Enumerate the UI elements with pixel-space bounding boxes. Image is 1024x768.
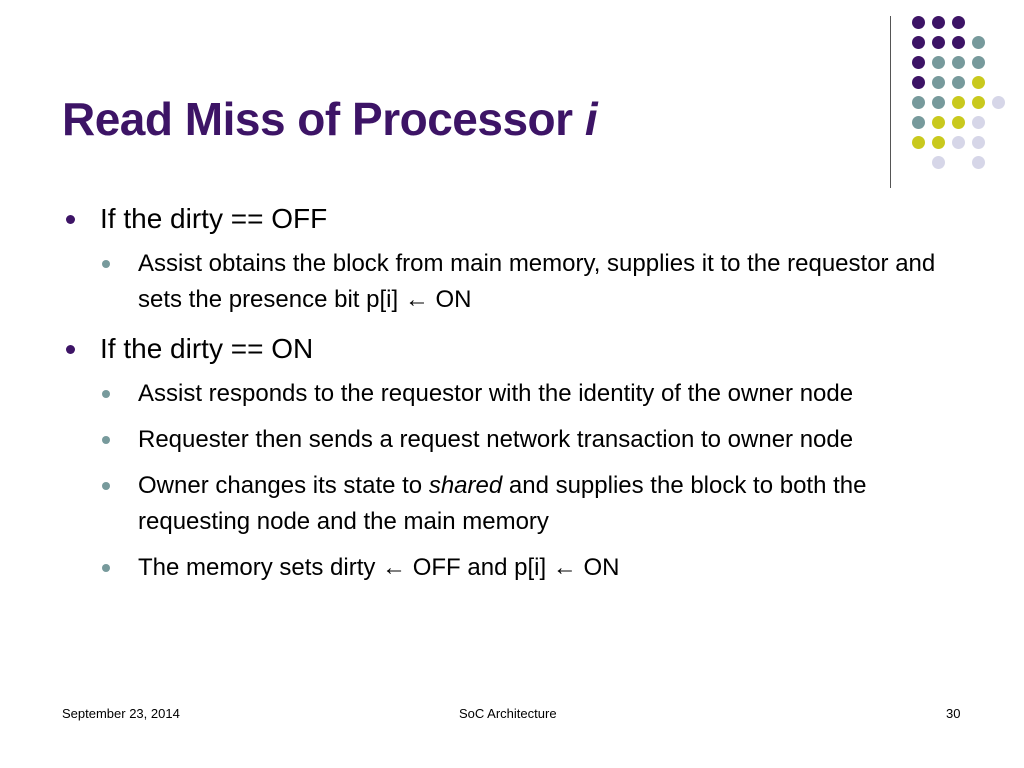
bullet-text: If the dirty == OFF — [100, 203, 328, 234]
bullet-text: Owner changes its state to — [138, 472, 429, 499]
footer-date: September 23, 2014 — [62, 706, 180, 721]
decorative-dot — [952, 36, 965, 49]
sub-bullet-requester-sends: Requester then sends a request network t… — [62, 422, 962, 458]
decorative-dot — [932, 96, 945, 109]
bullet-text: Requester then sends a request network t… — [138, 426, 854, 453]
bullet-text: The memory sets dirty ← OFF and p[i] ← O… — [138, 554, 620, 581]
decorative-dot — [932, 136, 945, 149]
slide-title: Read Miss of Processor i — [62, 92, 598, 146]
decorative-dot — [972, 36, 985, 49]
bullet-emphasis-shared: shared — [428, 472, 503, 499]
decorative-dot — [972, 136, 985, 149]
decorative-dot — [932, 76, 945, 89]
decorative-dot — [952, 96, 965, 109]
bullet-text: Assist responds to the requestor with th… — [138, 380, 854, 407]
decorative-dot — [912, 96, 925, 109]
sub-bullet-assist-responds: Assist responds to the requestor with th… — [62, 376, 962, 412]
decorative-dot — [952, 16, 965, 29]
slide-title-text: Read Miss of Processor — [62, 93, 585, 145]
bullet-list: If the dirty == OFF Assist obtains the b… — [62, 198, 962, 596]
decorative-dot — [972, 56, 985, 69]
slide-title-italic-i: i — [584, 93, 598, 145]
footer-title: SoC Architecture — [459, 706, 557, 721]
decorative-dot — [912, 56, 925, 69]
decorative-dot — [952, 56, 965, 69]
decorative-dot — [912, 116, 925, 129]
decorative-dot — [912, 76, 925, 89]
decorative-dot — [932, 16, 945, 29]
decorative-divider — [890, 16, 891, 188]
sub-bullet-owner-changes: Owner changes its state to shared and su… — [62, 468, 962, 540]
decorative-dot — [972, 96, 985, 109]
footer-page-number: 30 — [946, 706, 961, 721]
bullet-text: and supplies the block to both the reque… — [138, 472, 867, 535]
decorative-dot — [932, 56, 945, 69]
decorative-dot — [972, 156, 985, 169]
decorative-dot — [912, 16, 925, 29]
decorative-dot — [912, 36, 925, 49]
decorative-dot — [932, 156, 945, 169]
decorative-dot — [992, 96, 1005, 109]
decorative-dot — [952, 116, 965, 129]
sub-bullet-memory-sets: The memory sets dirty ← OFF and p[i] ← O… — [62, 550, 962, 586]
decorative-dot — [972, 116, 985, 129]
decorative-dot — [932, 36, 945, 49]
decorative-dot — [952, 76, 965, 89]
decorative-dot-grid — [0, 0, 1024, 200]
decorative-dot — [972, 76, 985, 89]
bullet-dirty-on: If the dirty == ON — [62, 328, 962, 370]
bullet-text: If the dirty == ON — [100, 333, 314, 364]
bullet-dirty-off: If the dirty == OFF — [62, 198, 962, 240]
bullet-text: Assist obtains the block from main memor… — [138, 250, 936, 313]
sub-bullet-assist-obtains: Assist obtains the block from main memor… — [62, 246, 962, 318]
decorative-dot — [952, 136, 965, 149]
decorative-dot — [932, 116, 945, 129]
decorative-dot — [912, 136, 925, 149]
